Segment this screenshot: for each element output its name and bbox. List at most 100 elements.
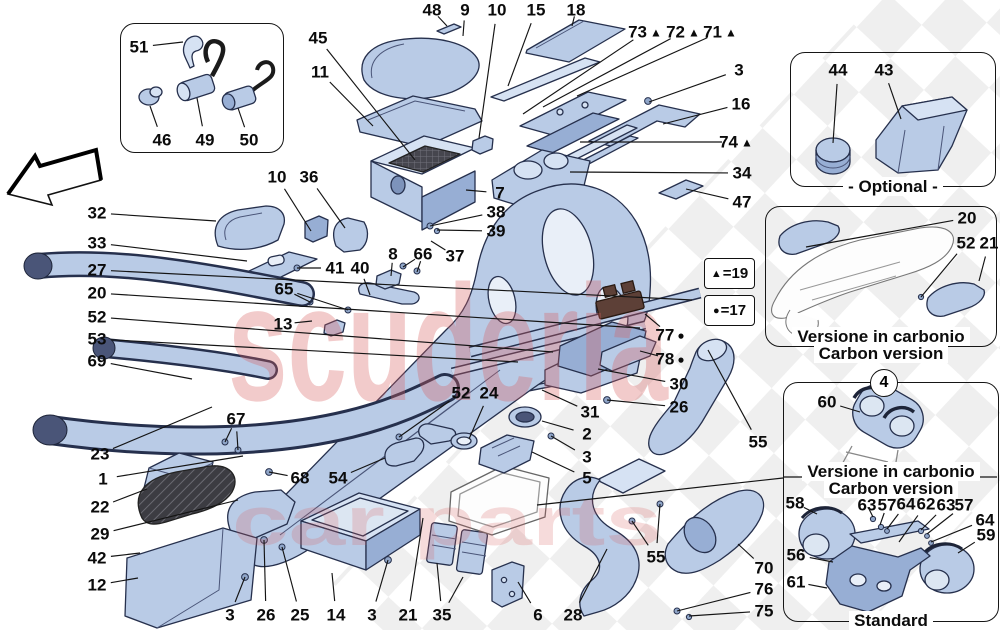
callout-78: 78● bbox=[655, 351, 684, 368]
leader-line bbox=[294, 320, 313, 324]
leader-line bbox=[110, 293, 641, 329]
callout-number: 51 bbox=[129, 37, 149, 57]
optional-box: - Optional - bbox=[790, 52, 996, 196]
standard-box-label: Standard bbox=[784, 611, 998, 630]
callout-number: 48 bbox=[422, 0, 442, 20]
callout-number: 77 bbox=[655, 325, 675, 345]
callout-48: 48 bbox=[423, 2, 442, 19]
leader-line bbox=[390, 262, 393, 277]
callout-number: 53 bbox=[87, 329, 107, 349]
callout-number: 32 bbox=[87, 203, 107, 223]
callout-52: 52 bbox=[88, 309, 107, 326]
callout-number: 47 bbox=[732, 192, 752, 212]
callout-68: 68 bbox=[291, 470, 310, 487]
leader-line bbox=[644, 313, 661, 328]
callout-44: 44 bbox=[829, 62, 848, 79]
callout-number: 78 bbox=[655, 349, 675, 369]
optional-parts-art bbox=[815, 96, 968, 175]
callout-63: 63 bbox=[858, 497, 877, 514]
leader-line bbox=[656, 503, 661, 544]
callout-25: 25 bbox=[291, 607, 310, 624]
callout-55: 55 bbox=[749, 434, 768, 451]
carbon-version-label: Versione in carbonio Carbon version bbox=[766, 327, 996, 363]
leader-line bbox=[886, 513, 899, 530]
leader-line bbox=[331, 572, 336, 602]
leader-line bbox=[576, 37, 708, 97]
dot-icon: ● bbox=[712, 304, 720, 317]
leader-line bbox=[110, 577, 139, 584]
callout-number: 54 bbox=[328, 468, 348, 488]
callout-56: 56 bbox=[787, 547, 806, 564]
triangle-marker: ▲ bbox=[741, 135, 753, 149]
callout-62: 62 bbox=[917, 496, 936, 513]
callout-number: 21 bbox=[398, 605, 418, 625]
callout-number: 34 bbox=[732, 163, 752, 183]
leader-line bbox=[236, 431, 239, 451]
leader-line bbox=[196, 97, 203, 127]
leader-line bbox=[110, 317, 554, 353]
leader-line bbox=[898, 515, 919, 543]
callout-30: 30 bbox=[670, 376, 689, 393]
callout-55: 55 bbox=[647, 549, 666, 566]
leader-line bbox=[803, 506, 818, 515]
callout-41: 41 bbox=[326, 260, 345, 277]
callout-28: 28 bbox=[564, 607, 583, 624]
leader-line bbox=[110, 339, 519, 363]
lighter-parts-art bbox=[138, 35, 276, 111]
callout-37: 37 bbox=[446, 248, 465, 265]
leader-line bbox=[224, 427, 233, 443]
callout-3: 3 bbox=[734, 62, 743, 79]
callout-9: 9 bbox=[460, 2, 469, 19]
callout-65: 65 bbox=[275, 281, 294, 298]
callout-5: 5 bbox=[582, 470, 591, 487]
callout-number: 52 bbox=[87, 307, 107, 327]
callout-number: 10 bbox=[267, 167, 287, 187]
callout-number: 11 bbox=[311, 62, 329, 82]
leader-line bbox=[571, 16, 575, 27]
callout-number: 18 bbox=[566, 0, 586, 20]
callout-31: 31 bbox=[581, 404, 600, 421]
callout-number: 57 bbox=[954, 495, 974, 515]
callout-number: 33 bbox=[87, 233, 107, 253]
standard-parts-art bbox=[798, 383, 975, 613]
callout-number: 75 bbox=[754, 601, 774, 621]
callout-number: 28 bbox=[563, 605, 583, 625]
callout-59: 59 bbox=[977, 527, 996, 544]
callout-71: 71▲ bbox=[703, 24, 737, 41]
leader-line bbox=[639, 350, 659, 357]
triangle-marker: ▲ bbox=[725, 25, 737, 39]
callout-21: 21 bbox=[399, 607, 418, 624]
leader-line bbox=[597, 368, 666, 383]
callout-number: 29 bbox=[90, 524, 110, 544]
callout-number: 2 bbox=[582, 424, 592, 444]
callout-3: 3 bbox=[582, 449, 591, 466]
callout-number: 63 bbox=[936, 495, 956, 515]
callout-50: 50 bbox=[240, 132, 259, 149]
callout-76: 76 bbox=[755, 581, 774, 598]
leader-line bbox=[685, 188, 729, 200]
leader-line bbox=[409, 517, 424, 602]
dot-marker: ● bbox=[677, 328, 685, 342]
leader-line bbox=[436, 562, 442, 602]
callout-number: 57 bbox=[877, 495, 897, 515]
leader-line bbox=[879, 512, 885, 526]
leader-line bbox=[281, 546, 297, 602]
leader-line bbox=[112, 488, 148, 503]
leader-line bbox=[437, 16, 448, 27]
callout-13: 13 bbox=[274, 316, 293, 333]
standard-carbon-label: Versione in carbonio Carbon version bbox=[784, 462, 998, 498]
rear-duct-parts-art bbox=[559, 338, 765, 621]
callout-number: 16 bbox=[731, 94, 751, 114]
callout-27: 27 bbox=[88, 262, 107, 279]
callout-14: 14 bbox=[327, 607, 346, 624]
dot-marker: ● bbox=[677, 352, 685, 366]
callout-number: 15 bbox=[526, 0, 546, 20]
leader-line bbox=[110, 552, 141, 557]
leader-line bbox=[676, 591, 751, 612]
callout-52: 52 bbox=[957, 235, 976, 252]
callout-63: 63 bbox=[937, 497, 956, 514]
callout-20: 20 bbox=[958, 210, 977, 227]
callout-number: 59 bbox=[976, 525, 996, 545]
callout-number: 63 bbox=[857, 495, 877, 515]
